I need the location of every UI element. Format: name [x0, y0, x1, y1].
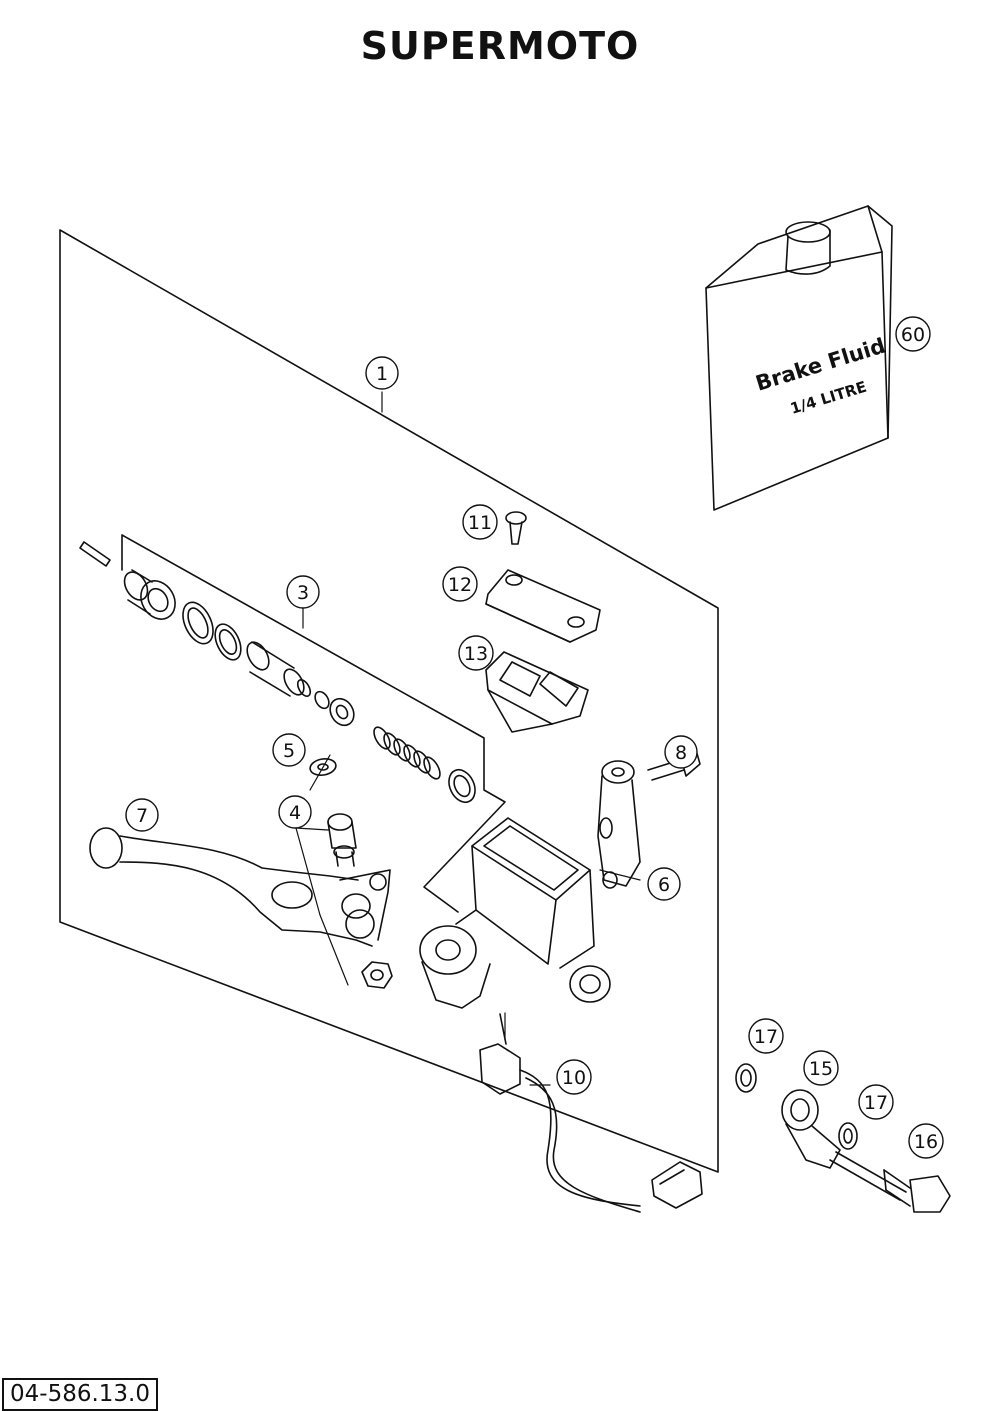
bottle-label-main: Brake Fluid [753, 334, 888, 396]
nut-part [361, 961, 393, 989]
spring-part [373, 726, 441, 780]
sealing-ring-a [735, 1063, 757, 1093]
brake-light-switch-part [479, 1013, 703, 1213]
bottle-label-volume: 1/4 LITRE [788, 378, 869, 418]
banjo-bolt-part [883, 1169, 951, 1213]
clamp-part [597, 760, 641, 889]
callout-3: 3 [297, 582, 309, 604]
piston-cup-part [123, 569, 176, 620]
reservoir-cover-part [485, 569, 601, 643]
brake-fluid-bottle [705, 205, 893, 511]
callout-11: 11 [468, 512, 492, 534]
callout-16: 16 [914, 1131, 938, 1153]
banjo-fitting-part [781, 1089, 907, 1201]
callout-4: 4 [289, 802, 301, 824]
callout-17a: 17 [754, 1026, 778, 1048]
callout-6: 6 [658, 874, 670, 896]
sealing-ring-b [838, 1122, 858, 1150]
callout-1: 1 [376, 363, 388, 385]
washer-5-part [309, 758, 337, 776]
callout-7: 7 [136, 805, 148, 827]
callout-60: 60 [901, 324, 925, 346]
callout-12: 12 [448, 574, 472, 596]
callout-17b: 17 [864, 1092, 888, 1114]
page-title: SUPERMOTO [360, 24, 640, 68]
piston-washers [314, 690, 355, 727]
o-ring-part [448, 768, 476, 804]
callout-15: 15 [809, 1058, 833, 1080]
callout-13: 13 [464, 643, 488, 665]
part-code-label: 04-586.13.0 [2, 1378, 158, 1411]
callout-5: 5 [283, 740, 295, 762]
pivot-bolt-part [327, 813, 357, 867]
callout-10: 10 [562, 1067, 586, 1089]
master-cylinder-part [419, 817, 611, 1009]
brake-lever-part [89, 827, 391, 947]
pin-part [79, 541, 111, 567]
callout-8: 8 [675, 742, 687, 764]
assembly-outline [59, 229, 719, 1173]
diaphragm-part [485, 651, 589, 733]
piston-part [246, 641, 312, 697]
screw-11-part [505, 511, 527, 545]
seal-rings [182, 601, 242, 661]
leader-lines [295, 391, 641, 1086]
subassembly-bracket [121, 534, 506, 913]
